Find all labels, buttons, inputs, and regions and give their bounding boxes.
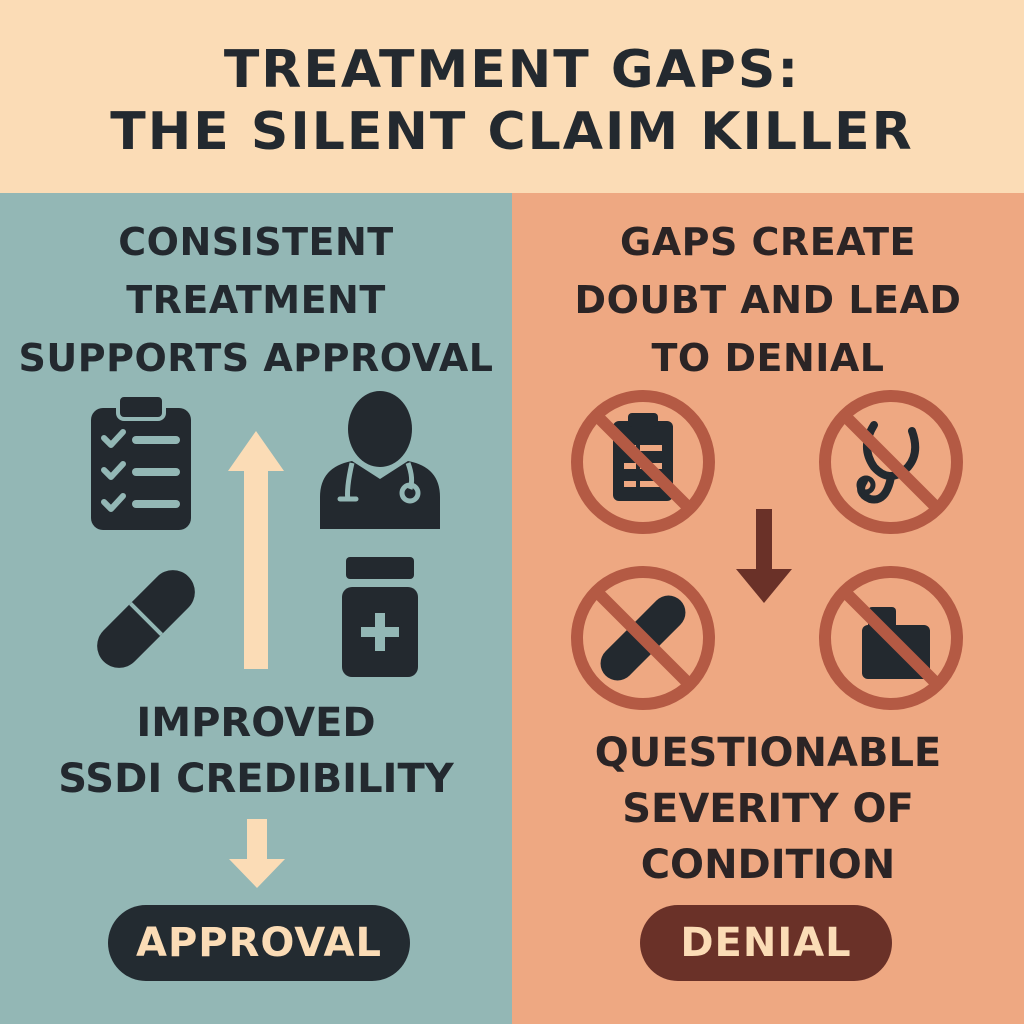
medicine-bottle-icon	[342, 557, 418, 677]
left-heading: CONSISTENT TREATMENT SUPPORTS APPROVAL	[0, 213, 512, 387]
approval-badge: APPROVAL	[108, 905, 410, 981]
treatment-gaps-panel: GAPS CREATE DOUBT AND LEAD TO DENIAL	[512, 193, 1024, 1024]
right-heading-line-2: DOUBT AND LEAD	[574, 278, 962, 322]
no-pill-icon	[571, 566, 715, 710]
no-medicine-bottle-icon	[819, 566, 963, 710]
right-heading-line-1: GAPS CREATE	[620, 220, 916, 264]
arrow-down-icon	[736, 509, 792, 603]
left-heading-line-2: TREATMENT	[126, 278, 386, 322]
pill-capsule-icon	[97, 570, 195, 668]
denial-badge: DENIAL	[640, 905, 892, 981]
left-result-line-2: SSDI CREDIBILITY	[58, 756, 454, 802]
arrow-down-small-icon	[229, 819, 285, 888]
arrow-up-icon	[228, 431, 284, 669]
title-banner: TREATMENT GAPS: THE SILENT CLAIM KILLER	[0, 0, 1024, 193]
consistent-treatment-panel: CONSISTENT TREATMENT SUPPORTS APPROVAL	[0, 193, 512, 1024]
title-line-1: TREATMENT GAPS:	[223, 39, 801, 100]
right-result-line-1: QUESTIONABLE	[594, 730, 942, 776]
right-result-line-3: CONDITION	[640, 842, 896, 888]
right-heading: GAPS CREATE DOUBT AND LEAD TO DENIAL	[512, 213, 1024, 387]
clipboard-checklist-icon	[91, 393, 191, 530]
right-result: QUESTIONABLE SEVERITY OF CONDITION	[512, 725, 1024, 893]
left-result: IMPROVED SSDI CREDIBILITY	[0, 695, 512, 807]
no-clipboard-icon	[571, 390, 715, 534]
no-stethoscope-icon	[819, 390, 963, 534]
right-result-line-2: SEVERITY OF	[622, 786, 914, 832]
left-result-line-1: IMPROVED	[136, 700, 376, 746]
left-heading-line-3: SUPPORTS APPROVAL	[18, 336, 494, 380]
right-heading-line-3: TO DENIAL	[651, 336, 885, 380]
left-heading-line-1: CONSISTENT	[118, 220, 394, 264]
doctor-stethoscope-icon	[320, 391, 440, 529]
title-line-2: THE SILENT CLAIM KILLER	[110, 101, 914, 162]
